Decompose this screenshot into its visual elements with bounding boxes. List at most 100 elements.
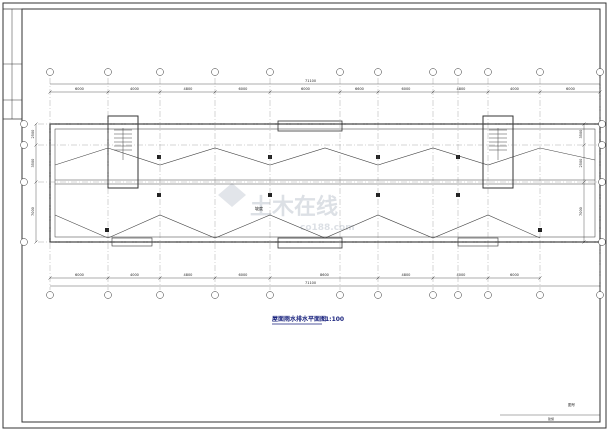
axis-bubble	[596, 68, 604, 76]
axis-bubble	[598, 120, 606, 128]
dim-tick	[48, 90, 52, 94]
axis-bubble	[454, 68, 462, 76]
grid-axes	[20, 68, 606, 299]
dim-tick	[268, 276, 272, 280]
axis-bubble	[104, 291, 112, 299]
dim-tick	[431, 276, 435, 280]
dim-tick	[486, 90, 490, 94]
dim-label: 6000	[239, 273, 248, 277]
dim-tick	[213, 90, 217, 94]
axis-bubble	[211, 68, 219, 76]
dim-label: 4800	[457, 87, 466, 91]
axis-bubble	[104, 68, 112, 76]
axis-bubble	[20, 238, 28, 246]
axis-bubble	[266, 68, 274, 76]
drawing-scale: 1:100	[325, 316, 344, 323]
dim-label: 3500	[579, 130, 583, 139]
dim-label: 4000	[130, 87, 139, 91]
dim-label: 6000	[510, 273, 519, 277]
axis-bubble	[336, 68, 344, 76]
axis-bubble	[46, 68, 54, 76]
dim-label: 4000	[130, 273, 139, 277]
axis-bubble	[336, 291, 344, 299]
dim-tick	[213, 276, 217, 280]
axis-bubble	[156, 291, 164, 299]
axis-bubble	[211, 291, 219, 299]
dim-label: 7000	[579, 207, 583, 216]
watermark-text: 土木在线	[250, 194, 338, 220]
dim-tick	[582, 143, 586, 147]
axis-bubble	[596, 291, 604, 299]
drawing-title: 屋面雨水排水平面图	[272, 315, 326, 323]
dim-tick	[338, 90, 342, 94]
dim-tick	[431, 90, 435, 94]
dim-tick	[582, 240, 586, 244]
axis-bubble	[20, 120, 28, 128]
dim-tick	[376, 90, 380, 94]
axis-bubble	[429, 68, 437, 76]
dim-tick	[34, 122, 38, 126]
axis-bubble	[46, 291, 54, 299]
dim-tick	[34, 240, 38, 244]
dim-tick	[376, 276, 380, 280]
axis-bubble	[20, 141, 28, 149]
axis-bubble	[266, 291, 274, 299]
dim-label: 4000	[457, 273, 466, 277]
dim-label: 2500	[579, 159, 583, 168]
dim-label: 8600	[320, 273, 329, 277]
axis-bubble	[536, 291, 544, 299]
dim-label: 4800	[402, 273, 411, 277]
dim-label: 6000	[75, 273, 84, 277]
axis-bubble	[374, 68, 382, 76]
overall-dim-label: 71100	[305, 79, 316, 83]
axis-bubble	[598, 141, 606, 149]
dim-tick	[598, 90, 602, 94]
axis-bubble	[156, 68, 164, 76]
dim-label: 4800	[184, 273, 193, 277]
roof-drainage-lines	[54, 147, 596, 239]
dim-label: 6000	[75, 87, 84, 91]
axis-bubble	[598, 238, 606, 246]
roof-drains	[105, 155, 542, 232]
dimension-lines: 6000 4000 4800 6000 6000 6600 6000 4800 4000 6000…	[31, 79, 602, 287]
axis-bubble	[374, 291, 382, 299]
axis-bubble	[536, 68, 544, 76]
dim-tick	[34, 143, 38, 147]
dim-label: 6000	[566, 87, 575, 91]
dim-label: 6000	[402, 87, 411, 91]
dim-label: 3500	[31, 159, 35, 168]
dim-tick	[48, 276, 52, 280]
dim-label: 7000	[31, 207, 35, 216]
axis-bubble	[20, 178, 28, 186]
dim-label: 6000	[301, 87, 310, 91]
dim-tick	[538, 276, 542, 280]
title-block-sheet: 建施	[548, 416, 554, 421]
watermark: 土木在线 co188.com	[218, 183, 355, 233]
dim-tick	[486, 276, 490, 280]
watermark-sub: co188.com	[300, 223, 355, 233]
dim-label: 2500	[31, 130, 35, 139]
dim-tick	[106, 276, 110, 280]
dim-tick	[106, 90, 110, 94]
dim-tick	[158, 90, 162, 94]
dim-label: 4800	[184, 87, 193, 91]
dim-tick	[158, 276, 162, 280]
axis-bubble	[598, 178, 606, 186]
axis-bubble	[429, 291, 437, 299]
title-block-label: 图号	[568, 402, 576, 407]
dim-tick	[582, 122, 586, 126]
dim-label: 4000	[510, 87, 519, 91]
dim-label: 6600	[355, 87, 364, 91]
dim-tick	[538, 90, 542, 94]
overall-dim-label: 71100	[305, 281, 316, 285]
dim-tick	[582, 180, 586, 184]
stair-steps	[114, 128, 507, 160]
dim-tick	[34, 180, 38, 184]
dim-tick	[268, 90, 272, 94]
axis-bubble	[484, 291, 492, 299]
stair-tower-right	[482, 115, 514, 189]
dim-label: 6000	[239, 87, 248, 91]
axis-bubble	[454, 291, 462, 299]
